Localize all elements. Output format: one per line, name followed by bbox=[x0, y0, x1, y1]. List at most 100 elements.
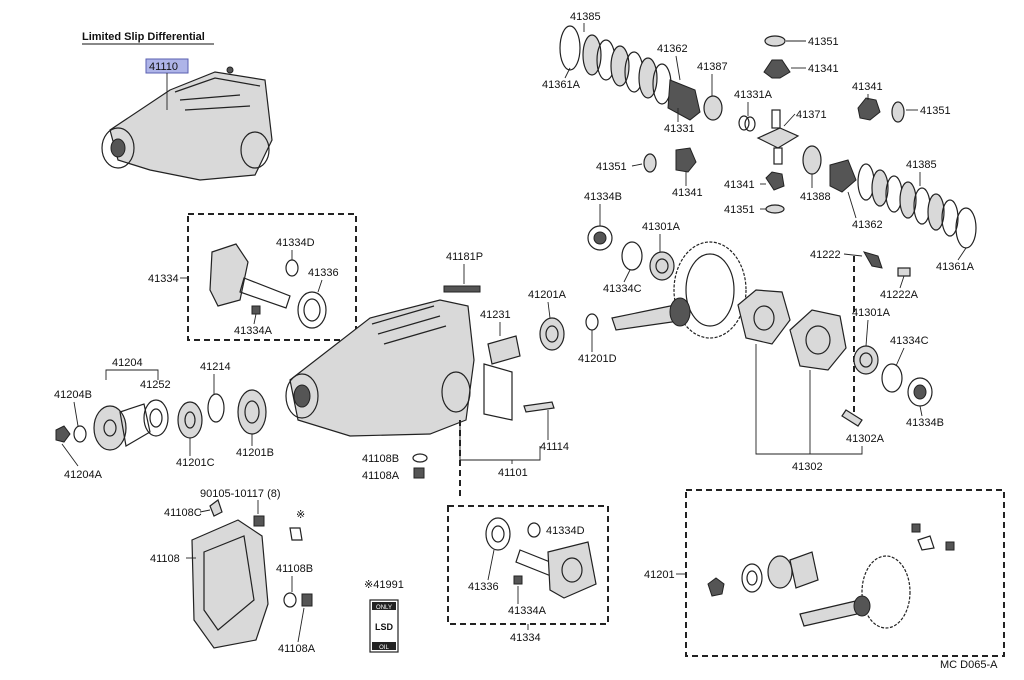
ring-gear-set-41201[interactable] bbox=[799, 555, 911, 629]
bolt-90105[interactable] bbox=[253, 515, 265, 527]
callout-41231[interactable]: 41231 bbox=[480, 309, 511, 321]
callout-41334-left[interactable]: 41334 bbox=[148, 273, 179, 285]
callout-41252[interactable]: 41252 bbox=[140, 379, 171, 391]
side-gear-41362-right[interactable] bbox=[829, 159, 857, 193]
oil-seal-41336-bottom[interactable] bbox=[485, 517, 511, 551]
thrust-washer-41351-b[interactable] bbox=[891, 101, 905, 123]
side-gear-41362-upper[interactable] bbox=[667, 79, 701, 121]
callout-41334D-bottom[interactable]: 41334D bbox=[546, 525, 585, 537]
oil-slinger-41201C[interactable] bbox=[177, 401, 203, 439]
callout-41351-c[interactable]: 41351 bbox=[596, 161, 627, 173]
pinion-gear-41341-c[interactable] bbox=[675, 147, 697, 173]
clutch-plates-right[interactable] bbox=[857, 163, 977, 249]
shim-41334C-right[interactable] bbox=[881, 363, 903, 393]
callout-41334-bottom[interactable]: 41334 bbox=[510, 632, 541, 644]
callout-41336-bottom[interactable]: 41336 bbox=[468, 581, 499, 593]
small-fittings-41201[interactable] bbox=[911, 523, 955, 551]
callout-41204[interactable]: 41204 bbox=[112, 357, 143, 369]
gasket-41108B-low[interactable] bbox=[283, 592, 297, 608]
callout-41351-a[interactable]: 41351 bbox=[808, 36, 839, 48]
callout-41361A-right[interactable]: 41361A bbox=[936, 261, 975, 273]
plug-41108A-mid[interactable] bbox=[413, 467, 425, 479]
callout-41341-a[interactable]: 41341 bbox=[808, 63, 839, 75]
spacer-41214[interactable] bbox=[207, 393, 225, 423]
callout-41108A-low[interactable]: 41108A bbox=[278, 643, 316, 655]
callout-41201[interactable]: 41201 bbox=[644, 569, 675, 581]
rear-cover-41108[interactable] bbox=[191, 519, 269, 649]
callout-41334A-left[interactable]: 41334A bbox=[234, 325, 273, 337]
callout-41108B-low[interactable]: 41108B bbox=[276, 563, 313, 575]
callout-41334A-bottom[interactable]: 41334A bbox=[508, 605, 547, 617]
callout-41108C[interactable]: 41108C bbox=[164, 507, 202, 519]
oil-seal-41334B-right[interactable] bbox=[907, 377, 933, 407]
callout-41181P[interactable]: 41181P bbox=[446, 251, 483, 263]
shim-41334C-top[interactable] bbox=[621, 241, 643, 271]
clutch-plates-upper[interactable] bbox=[559, 25, 672, 105]
thrust-washer-41351-d[interactable] bbox=[765, 204, 785, 214]
bolt-41222A[interactable] bbox=[897, 267, 911, 277]
callout-41385-top[interactable]: 41385 bbox=[570, 11, 601, 23]
callout-41387[interactable]: 41387 bbox=[697, 61, 728, 73]
seal-41201[interactable] bbox=[741, 563, 763, 593]
pinion-gear-41341-d[interactable] bbox=[765, 171, 785, 191]
callout-41385-right[interactable]: 41385 bbox=[906, 159, 937, 171]
callout-41302[interactable]: 41302 bbox=[792, 461, 823, 473]
oil-seal-41336-left[interactable] bbox=[297, 291, 327, 329]
callout-41110[interactable]: 41110 bbox=[149, 61, 178, 73]
callout-41214[interactable]: 41214 bbox=[200, 361, 231, 373]
spring-41331A[interactable] bbox=[738, 115, 756, 132]
pinion-gear-41341-a[interactable] bbox=[763, 59, 791, 79]
callout-41108[interactable]: 41108 bbox=[150, 553, 180, 565]
bearing-41201A[interactable] bbox=[539, 317, 565, 351]
callout-41334C-top[interactable]: 41334C bbox=[603, 283, 642, 295]
callout-41222[interactable]: 41222 bbox=[810, 249, 841, 261]
plug-41108A-low[interactable] bbox=[301, 593, 313, 607]
bearing-41201[interactable] bbox=[767, 551, 819, 589]
callout-41334C-right[interactable]: 41334C bbox=[890, 335, 929, 347]
carrier-assembly-41110[interactable] bbox=[101, 66, 273, 181]
callout-41201D[interactable]: 41201D bbox=[578, 353, 617, 365]
ring-gear[interactable] bbox=[673, 241, 747, 339]
companion-flange-41204[interactable] bbox=[93, 403, 151, 451]
washer-41201D[interactable] bbox=[585, 313, 599, 331]
differential-carrier-41101[interactable] bbox=[285, 299, 513, 437]
bearing-41301A-top[interactable] bbox=[649, 251, 675, 281]
callout-41336-left[interactable]: 41336 bbox=[308, 267, 339, 279]
callout-41108B-mid[interactable]: 41108B bbox=[362, 453, 399, 465]
callout-41201A[interactable]: 41201A bbox=[528, 289, 567, 301]
snap-ring-41334D-bottom[interactable] bbox=[527, 522, 541, 538]
callout-41201C[interactable]: 41201C bbox=[176, 457, 215, 469]
breather-plug-41181P[interactable] bbox=[443, 285, 481, 293]
oil-seal-41252[interactable] bbox=[143, 399, 169, 437]
bolt-41334A-left[interactable] bbox=[251, 305, 261, 315]
washer-41204B[interactable] bbox=[73, 425, 87, 443]
callout-41114[interactable]: 41114 bbox=[540, 441, 569, 453]
companion-flange-41334-bottom[interactable] bbox=[515, 541, 597, 599]
callout-41362-top[interactable]: 41362 bbox=[657, 43, 688, 55]
callout-41222A[interactable]: 41222A bbox=[880, 289, 919, 301]
thrust-washer-41351-a[interactable] bbox=[764, 35, 786, 47]
callout-41302A[interactable]: 41302A bbox=[846, 433, 885, 445]
callout-41991[interactable]: ※41991 bbox=[364, 579, 404, 591]
callout-41331A[interactable]: 41331A bbox=[734, 89, 773, 101]
bolt-41334A-bottom[interactable] bbox=[513, 575, 523, 585]
callout-41362-right[interactable]: 41362 bbox=[852, 219, 883, 231]
bearing-41201B[interactable] bbox=[237, 389, 267, 435]
bearing-41301A-right[interactable] bbox=[853, 345, 879, 375]
lsd-oil-label-plate[interactable] bbox=[369, 599, 399, 653]
callout-90105[interactable]: 90105-10117 (8) bbox=[200, 488, 281, 500]
snap-ring-41334D-left[interactable] bbox=[285, 259, 299, 277]
callout-41371[interactable]: 41371 bbox=[796, 109, 827, 121]
callout-41204B[interactable]: 41204B bbox=[54, 389, 92, 401]
diff-case-half-a[interactable] bbox=[737, 289, 791, 345]
oil-seal-41334B-top[interactable] bbox=[587, 225, 613, 251]
spacer-41388[interactable] bbox=[802, 145, 822, 175]
callout-41334B-right[interactable]: 41334B bbox=[906, 417, 944, 429]
drive-pinion[interactable] bbox=[611, 297, 691, 331]
pinion-gear-41341-b[interactable] bbox=[857, 97, 881, 121]
callout-41201B[interactable]: 41201B bbox=[236, 447, 274, 459]
companion-flange-41334-left[interactable] bbox=[209, 243, 291, 309]
clip-41222[interactable] bbox=[862, 251, 883, 269]
callout-41331[interactable]: 41331 bbox=[664, 123, 695, 135]
callout-41388[interactable]: 41388 bbox=[800, 191, 831, 203]
